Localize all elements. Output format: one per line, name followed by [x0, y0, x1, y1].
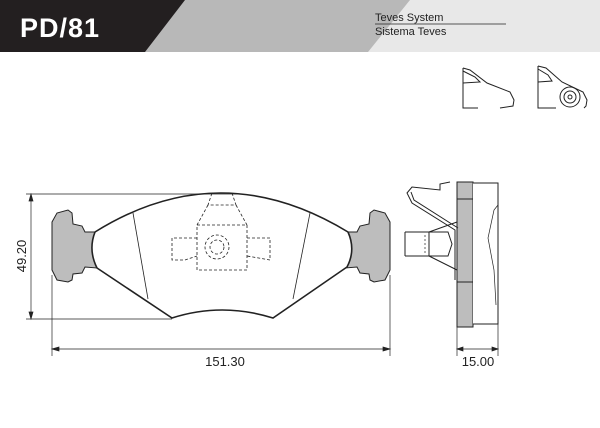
backing-plate [51, 209, 391, 283]
clip-tab [404, 221, 458, 271]
thickness-dimension: 15.00 [462, 354, 495, 369]
left-ear [51, 209, 98, 283]
system-spanish: Sistema Teves [375, 26, 447, 38]
width-dimension: 151.30 [205, 354, 245, 369]
height-dimension: 49.20 [14, 240, 29, 273]
system-english: Teves System [375, 12, 443, 24]
side-view [404, 181, 499, 328]
hidden-piston-outline [171, 192, 271, 271]
side-backing-plate [456, 181, 474, 328]
car-front-wheel-icon [462, 65, 588, 109]
header-dark-band [0, 0, 185, 52]
header-mid-band [140, 0, 410, 52]
chamfer-line-right [292, 212, 311, 300]
side-friction-material [473, 182, 499, 325]
part-code: PD/81 [20, 13, 100, 43]
friction-material [91, 192, 353, 319]
dimension-lines [26, 192, 500, 356]
header-banner: PD/81 Teves System Sistema Teves [0, 0, 600, 52]
chamfer-line-left [132, 212, 149, 300]
